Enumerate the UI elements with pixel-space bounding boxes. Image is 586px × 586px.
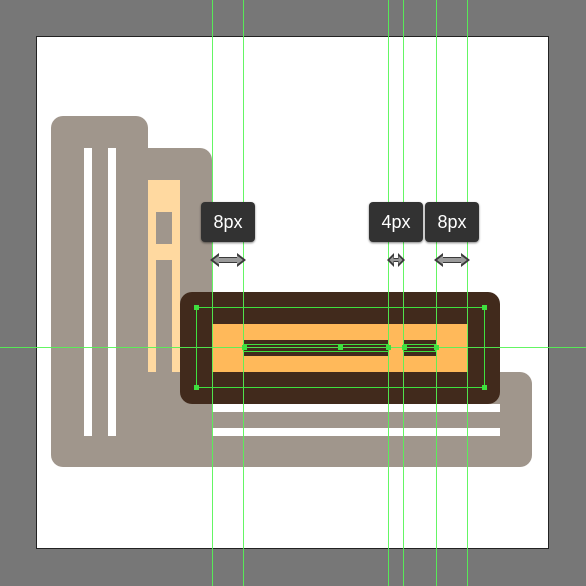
selection-bounding-box[interactable]: [196, 307, 485, 388]
guide-vertical-2: [243, 0, 244, 586]
guide-vertical-4: [403, 0, 404, 586]
guide-vertical-1: [212, 0, 213, 586]
measurement-badge-right: 8px: [425, 202, 479, 242]
anchor-top-left[interactable]: [194, 305, 199, 310]
double-arrow-horizontal-icon: [210, 253, 246, 267]
standing-book-spine-label-bottom: [156, 260, 172, 404]
selection-inner-box-right[interactable]: [403, 344, 436, 352]
standing-book-spine-label-top: [156, 212, 172, 244]
anchor-top-right[interactable]: [482, 305, 487, 310]
selection-inner-box-left[interactable]: [243, 344, 389, 352]
measurement-badge-middle: 4px: [369, 202, 423, 242]
guide-vertical-6: [467, 0, 468, 586]
measurement-badge-left: 8px: [201, 202, 255, 242]
anchor-label-right-end[interactable]: [434, 345, 439, 350]
anchor-label-left-start[interactable]: [242, 345, 247, 350]
tall-book-cover[interactable]: [51, 116, 148, 467]
anchor-label-right-start[interactable]: [402, 345, 407, 350]
guide-vertical-3: [388, 0, 389, 586]
double-arrow-horizontal-icon: [434, 253, 470, 267]
lying-book-page-line-top: [212, 404, 500, 412]
guide-vertical-5: [436, 0, 437, 586]
anchor-bottom-right[interactable]: [482, 385, 487, 390]
lying-book-page-line-bottom: [212, 428, 500, 436]
tall-book-stripe-right: [108, 148, 116, 436]
double-arrow-horizontal-icon: [387, 253, 405, 267]
guide-horizontal-center: [0, 347, 586, 348]
anchor-label-left-end[interactable]: [386, 345, 391, 350]
anchor-label-center[interactable]: [338, 345, 343, 350]
anchor-bottom-left[interactable]: [194, 385, 199, 390]
tall-book-stripe-left: [84, 148, 92, 436]
